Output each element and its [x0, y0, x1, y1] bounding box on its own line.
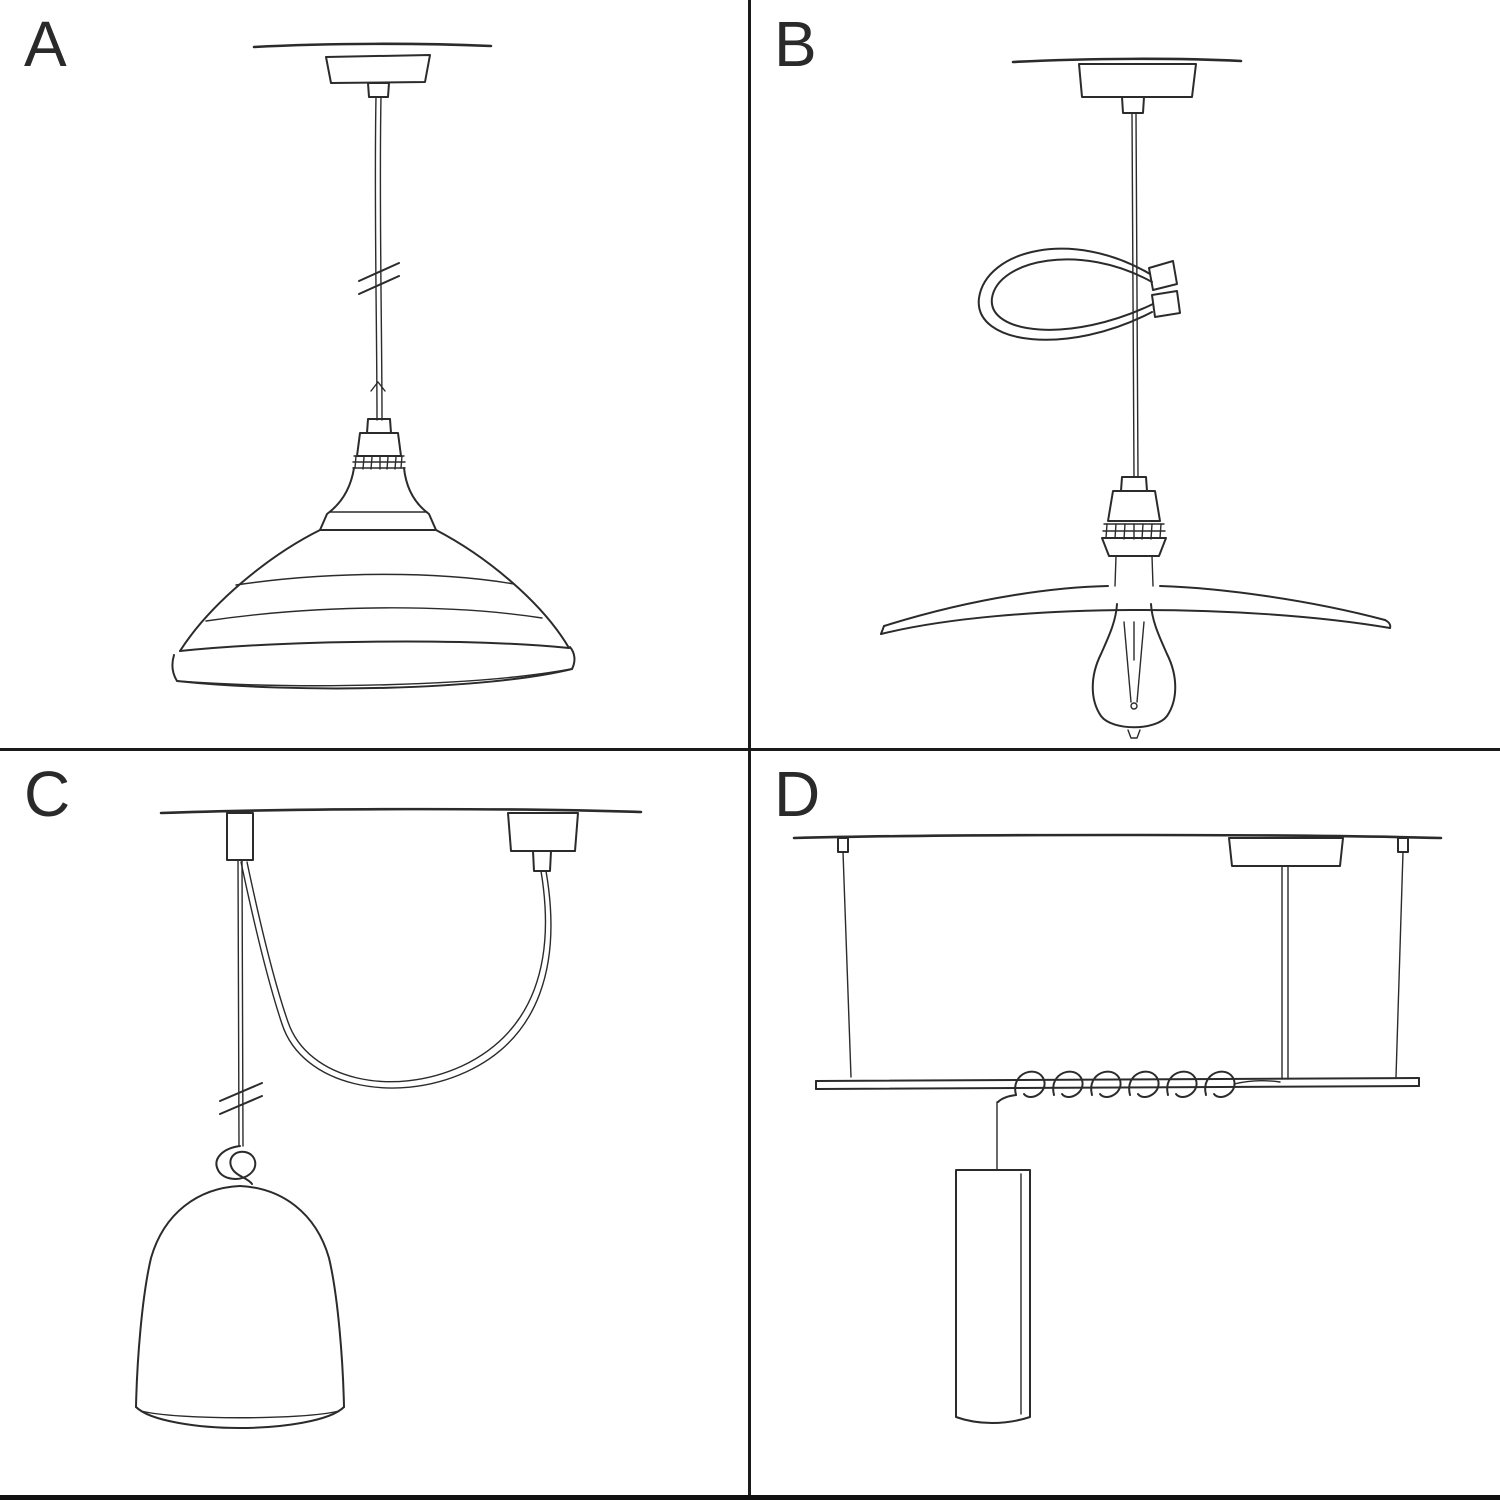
panel-b: B: [750, 0, 1500, 750]
bowl-shade: [171, 529, 576, 690]
pendant-cable: [1131, 112, 1139, 478]
panel-label: B: [774, 8, 818, 80]
ceiling-rose: [1078, 63, 1197, 114]
panel-d: D: [750, 750, 1500, 1500]
cable-break-marks: [358, 262, 400, 295]
ceiling-rose: [1228, 837, 1344, 867]
plate-shade: [880, 585, 1392, 635]
lamp-holder: [319, 418, 437, 531]
sketch-swag-pendant-bell-shade: [135, 807, 643, 1429]
sketch-pendant-plate-shade-bulb: [880, 57, 1392, 739]
panel-a: A: [0, 0, 750, 750]
sketch-bar-pendant-tube-shade: [792, 833, 1443, 1424]
suspension-wires: [837, 837, 1409, 1078]
pendant-cable: [237, 859, 244, 1147]
panel-label: C: [24, 758, 72, 830]
lamp-holder: [1101, 476, 1167, 587]
cable-hook: [977, 247, 1181, 341]
panel-c: C: [0, 750, 750, 1500]
cable-arrow-mark: [370, 381, 386, 392]
cable-knot: [215, 1145, 257, 1185]
cable-break-marks: [219, 1082, 263, 1115]
cable-coil: [997, 1070, 1281, 1103]
ceiling-line: [159, 807, 643, 815]
ceiling-rose: [325, 54, 431, 98]
ceiling-line: [792, 833, 1443, 840]
ceiling-rose: [507, 812, 579, 872]
rose-stem: [1281, 865, 1289, 1080]
pendant-cable: [374, 96, 383, 421]
ceiling-line: [252, 42, 493, 49]
hanging-bar: [815, 1077, 1420, 1090]
swag-hook-bracket: [226, 812, 254, 861]
swag-cable: [240, 861, 552, 1089]
panel-label: D: [774, 758, 822, 830]
light-bulb: [1091, 603, 1177, 739]
tube-shade: [955, 1169, 1031, 1424]
bottom-border: [0, 1495, 1500, 1500]
sketch-pendant-bowl-shade: [171, 42, 576, 690]
divider-horizontal: [0, 748, 1500, 751]
bell-shade: [135, 1185, 345, 1429]
ceiling-line: [1011, 57, 1243, 64]
panel-label: A: [24, 8, 68, 80]
